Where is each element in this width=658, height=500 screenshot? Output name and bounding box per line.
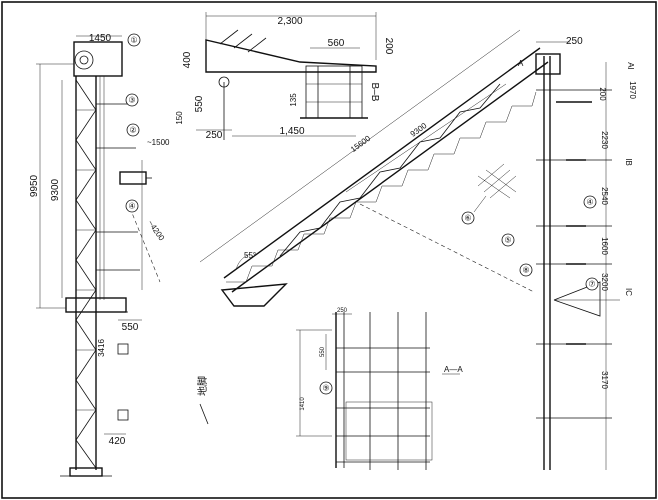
truss-top-chord [223,47,541,279]
dim-550: 550 [320,346,326,357]
dim-width-550: 550 [122,322,139,333]
section-aa-title: A—A [444,365,463,374]
dim-top-width: 1450 [89,33,112,44]
svg-text:④: ④ [586,198,593,207]
dim-height-total: 9950 [29,174,40,197]
base-hopper [220,283,288,307]
tie-rope [359,203,535,293]
head-drum-hub [79,55,89,65]
dim-h-400: 400 [182,51,193,68]
dim-height-mid: 9300 [50,178,61,201]
callout-8: ⑧ [519,263,533,277]
svg-text:⑧: ⑧ [522,266,529,275]
dim-3416: 3416 [97,339,106,357]
dim-width-420: 420 [109,436,126,447]
svg-text:④: ④ [128,202,135,211]
truss-diagonals [75,79,97,469]
head-drum [74,50,94,70]
callout-7: ⑦ [585,277,599,291]
dim-width-560: 560 [328,38,345,49]
dim-h-150: 150 [175,111,184,125]
svg-text:⑨: ⑨ [322,384,329,393]
dim-2230: 2230 [600,131,609,149]
dim-1600: 1600 [600,237,609,255]
level-label-ib: IB [624,158,633,166]
dim-w-250: 250 [206,130,223,141]
callout-6: ⑥ [461,211,475,225]
dim-angle: 55° [244,251,256,260]
section-aa: 1410 550 250 A—A ⑨ [296,308,463,470]
head-end [535,53,561,75]
main-inclined-view: 15600 9300 55° A ⑥ ⑤ [199,29,561,307]
level-label-ic: IC [624,288,633,296]
callout-9: ⑨ [319,381,333,395]
dim-offset-1500: ~1500 [147,138,170,147]
dim-top-250: 250 [566,36,583,47]
svg-text:⑦: ⑦ [588,280,595,289]
truss-bottom-chord [231,61,549,293]
callout-1: ① [127,33,141,47]
label-a: A [518,59,524,68]
section-bracket-frame [345,401,433,461]
callout-4: ④ [125,199,139,213]
dim-w-1450: 1,450 [279,126,304,137]
svg-text:③: ③ [128,96,135,105]
side-view: 1450 9950 9300 ~1500 ~4200 550 3416 420 … [29,33,209,477]
dim-1410: 1410 [300,397,306,411]
head-box [73,41,123,77]
callout-2: ② [126,123,140,137]
section-label-bb: B–B [369,83,380,102]
dim-3200: 3200 [600,273,609,291]
callout-4b: ④ [583,195,597,209]
svg-text:⑤: ⑤ [504,236,511,245]
dim-3170: 3170 [600,371,609,389]
callout-5: ⑤ [501,233,515,247]
svg-text:⑥: ⑥ [464,214,471,223]
head-bracket [305,65,363,119]
dim-2540: 2540 [600,187,609,205]
dim-h-550: 550 [194,95,205,112]
head-detail: 2,300 560 200 400 550 150 250 1,450 135 … [175,12,394,141]
note-foundation: 地脚 [196,376,209,396]
callout-3: ③ [125,93,139,107]
dim-length-15600: 15600 [349,134,373,155]
dim-h-200: 200 [383,38,394,55]
dim-width-2300: 2,300 [277,16,302,27]
dim-1970: 1970 [628,81,637,99]
head-chute [205,39,377,73]
foot-plate [69,467,103,477]
level-label-ai: AI [626,62,635,70]
hatch-pattern [477,163,517,199]
dim-offset-4200: ~4200 [146,219,167,243]
right-elevation: 250 1970 200 2230 2540 1600 3200 3170 AI… [519,36,637,470]
dim-200: 200 [598,87,607,101]
dim-h-135: 135 [289,93,298,107]
svg-text:②: ② [129,126,136,135]
svg-text:①: ① [130,36,137,45]
dim-250: 250 [337,308,348,314]
